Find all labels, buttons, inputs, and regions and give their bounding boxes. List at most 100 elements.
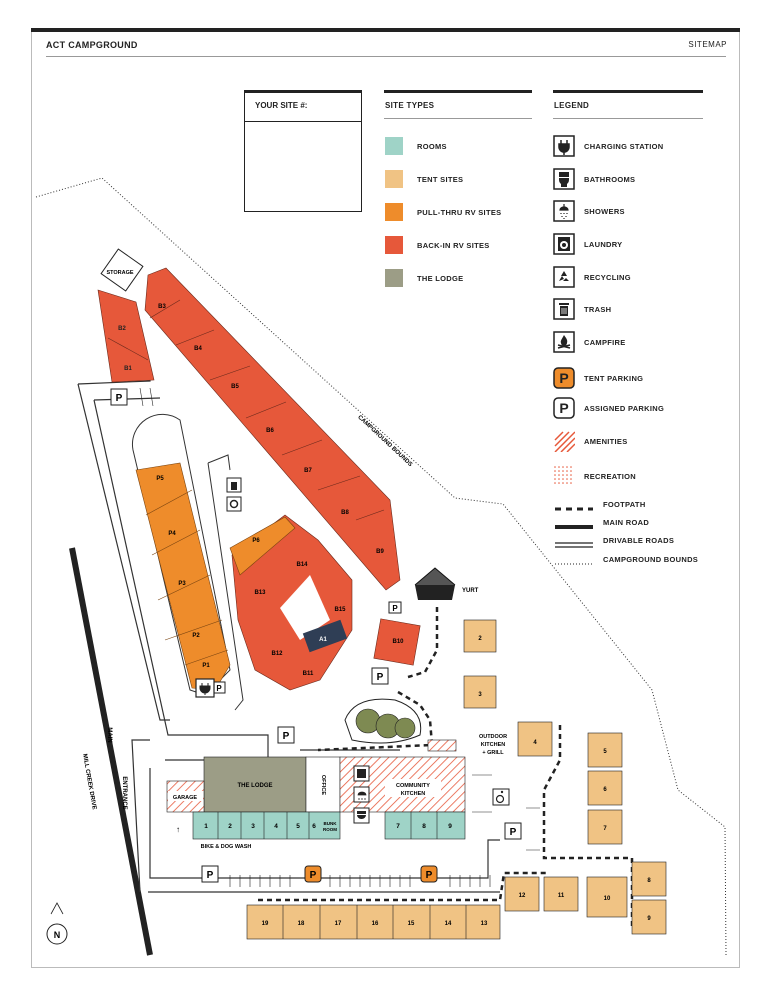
mill-creek-label: MILL CREEK DRIVE [81,753,97,810]
garage-label-bg [168,791,203,801]
tent-site[interactable] [517,721,553,757]
recreation-dots-icon [554,466,574,486]
legend-label: LAUNDRY [584,240,623,249]
site-divider [410,812,438,839]
legend-label: BATHROOMS [584,175,636,184]
tent-site[interactable] [631,861,667,897]
site-label: B4 [194,346,202,352]
site-label: B12 [271,651,283,657]
your-site-box[interactable]: YOUR SITE #: [244,90,362,212]
tent-site[interactable] [586,876,628,918]
parking-spot[interactable] [504,822,522,840]
shower-icon [553,200,575,222]
legend-label: ASSIGNED PARKING [584,404,665,413]
site-label: B7 [304,468,312,474]
lodge-site[interactable] [302,619,348,653]
thick-line-icon [555,525,593,529]
site-label: 7 [603,826,607,832]
main-road [69,547,153,956]
legend-label: SHOWERS [584,207,625,216]
pull-thru-lane [207,454,244,711]
site-label: 13 [481,921,488,927]
legend-label: AMENITIES [584,437,628,446]
type-tent-sites: TENT SITES [385,170,545,188]
tent-site[interactable] [463,619,497,653]
amenities-hatch-icon [554,431,575,452]
tent-parking[interactable] [420,865,438,883]
tent-site[interactable] [587,770,623,806]
tent-site[interactable] [631,899,667,935]
site-label: 8 [647,878,651,884]
tent-site[interactable] [587,809,623,845]
site-types-bar [384,90,532,93]
type-label: PULL-THRU RV SITES [417,208,502,217]
parking-stripes [139,387,154,407]
parking-letter: P [377,672,384,683]
north-compass-icon [46,923,68,945]
campfire-icon [553,331,575,353]
trash-icon [553,298,575,320]
site-label: 7 [396,823,400,830]
type-back-in: BACK-IN RV SITES [385,236,545,254]
bunk-room-label: ROOM [323,827,337,832]
site-types-heading: SITE TYPES [385,101,435,110]
footpath [258,871,548,902]
tent-site[interactable] [246,904,501,940]
top-bar [31,28,740,32]
site-label: P2 [192,633,200,639]
assigned-parking-icon: P [553,397,575,419]
tent-site[interactable] [587,732,623,768]
inner-courtyard [280,575,330,640]
tent-parking[interactable] [304,865,322,883]
tent-site[interactable] [463,675,497,709]
parking-spot[interactable] [110,388,128,406]
parking-spot[interactable] [371,667,389,685]
type-label: ROOMS [417,142,447,151]
pull-thru-site[interactable] [229,516,296,576]
parking-letter: P [426,870,433,881]
legend-campground-bounds: CAMPGROUND BOUNDS [553,555,723,577]
rooms-block[interactable] [384,811,466,840]
rooms-block[interactable] [192,811,341,840]
parking-spot[interactable] [388,601,402,614]
shower-glyph [357,791,367,800]
back-in-site[interactable] [373,618,421,666]
outdoor-kitchen [427,739,457,752]
footpath [407,607,439,679]
type-pull-thru: PULL-THRU RV SITES [385,203,545,221]
site-label: 14 [445,921,452,927]
your-site-label: YOUR SITE #: [255,101,308,110]
dotted-line-icon [555,563,593,565]
tent-site[interactable] [543,876,579,912]
community-kitchen-label: COMMUNITY [396,783,430,789]
site-label: B5 [231,384,239,390]
main-label: MAIN [106,727,112,742]
parking-stripes [229,875,491,887]
site-label: 10 [604,896,611,902]
office[interactable] [305,756,341,813]
bike-dog-wash-label: BIKE & DOG WASH [201,844,252,850]
the-lodge[interactable] [203,756,307,813]
back-in-strip[interactable] [144,267,401,591]
recycle-glyph [229,499,239,509]
pull-thru-strip[interactable] [135,462,231,691]
parking-spot[interactable] [201,865,219,883]
storage-label: STORAGE [106,270,133,276]
trash-bin-glyph [231,482,237,490]
parking-letter: P [310,870,317,881]
storage-building [100,248,144,292]
rooms-swatch [385,137,403,155]
legend-label: RECYCLING [584,273,631,282]
wheelchair-glyph [495,794,505,804]
type-rooms: ROOMS [385,137,545,155]
site-label: P5 [156,476,164,482]
legend-laundry: LAUNDRY [553,233,723,255]
site-label: B13 [254,590,266,596]
site-divider [145,489,229,666]
back-in-site[interactable] [97,289,155,383]
parking-spot[interactable] [277,726,295,744]
parking-letter: P [116,393,123,404]
header-divider [46,56,726,57]
tent-site[interactable] [504,876,540,912]
site-label: A1 [319,637,327,643]
